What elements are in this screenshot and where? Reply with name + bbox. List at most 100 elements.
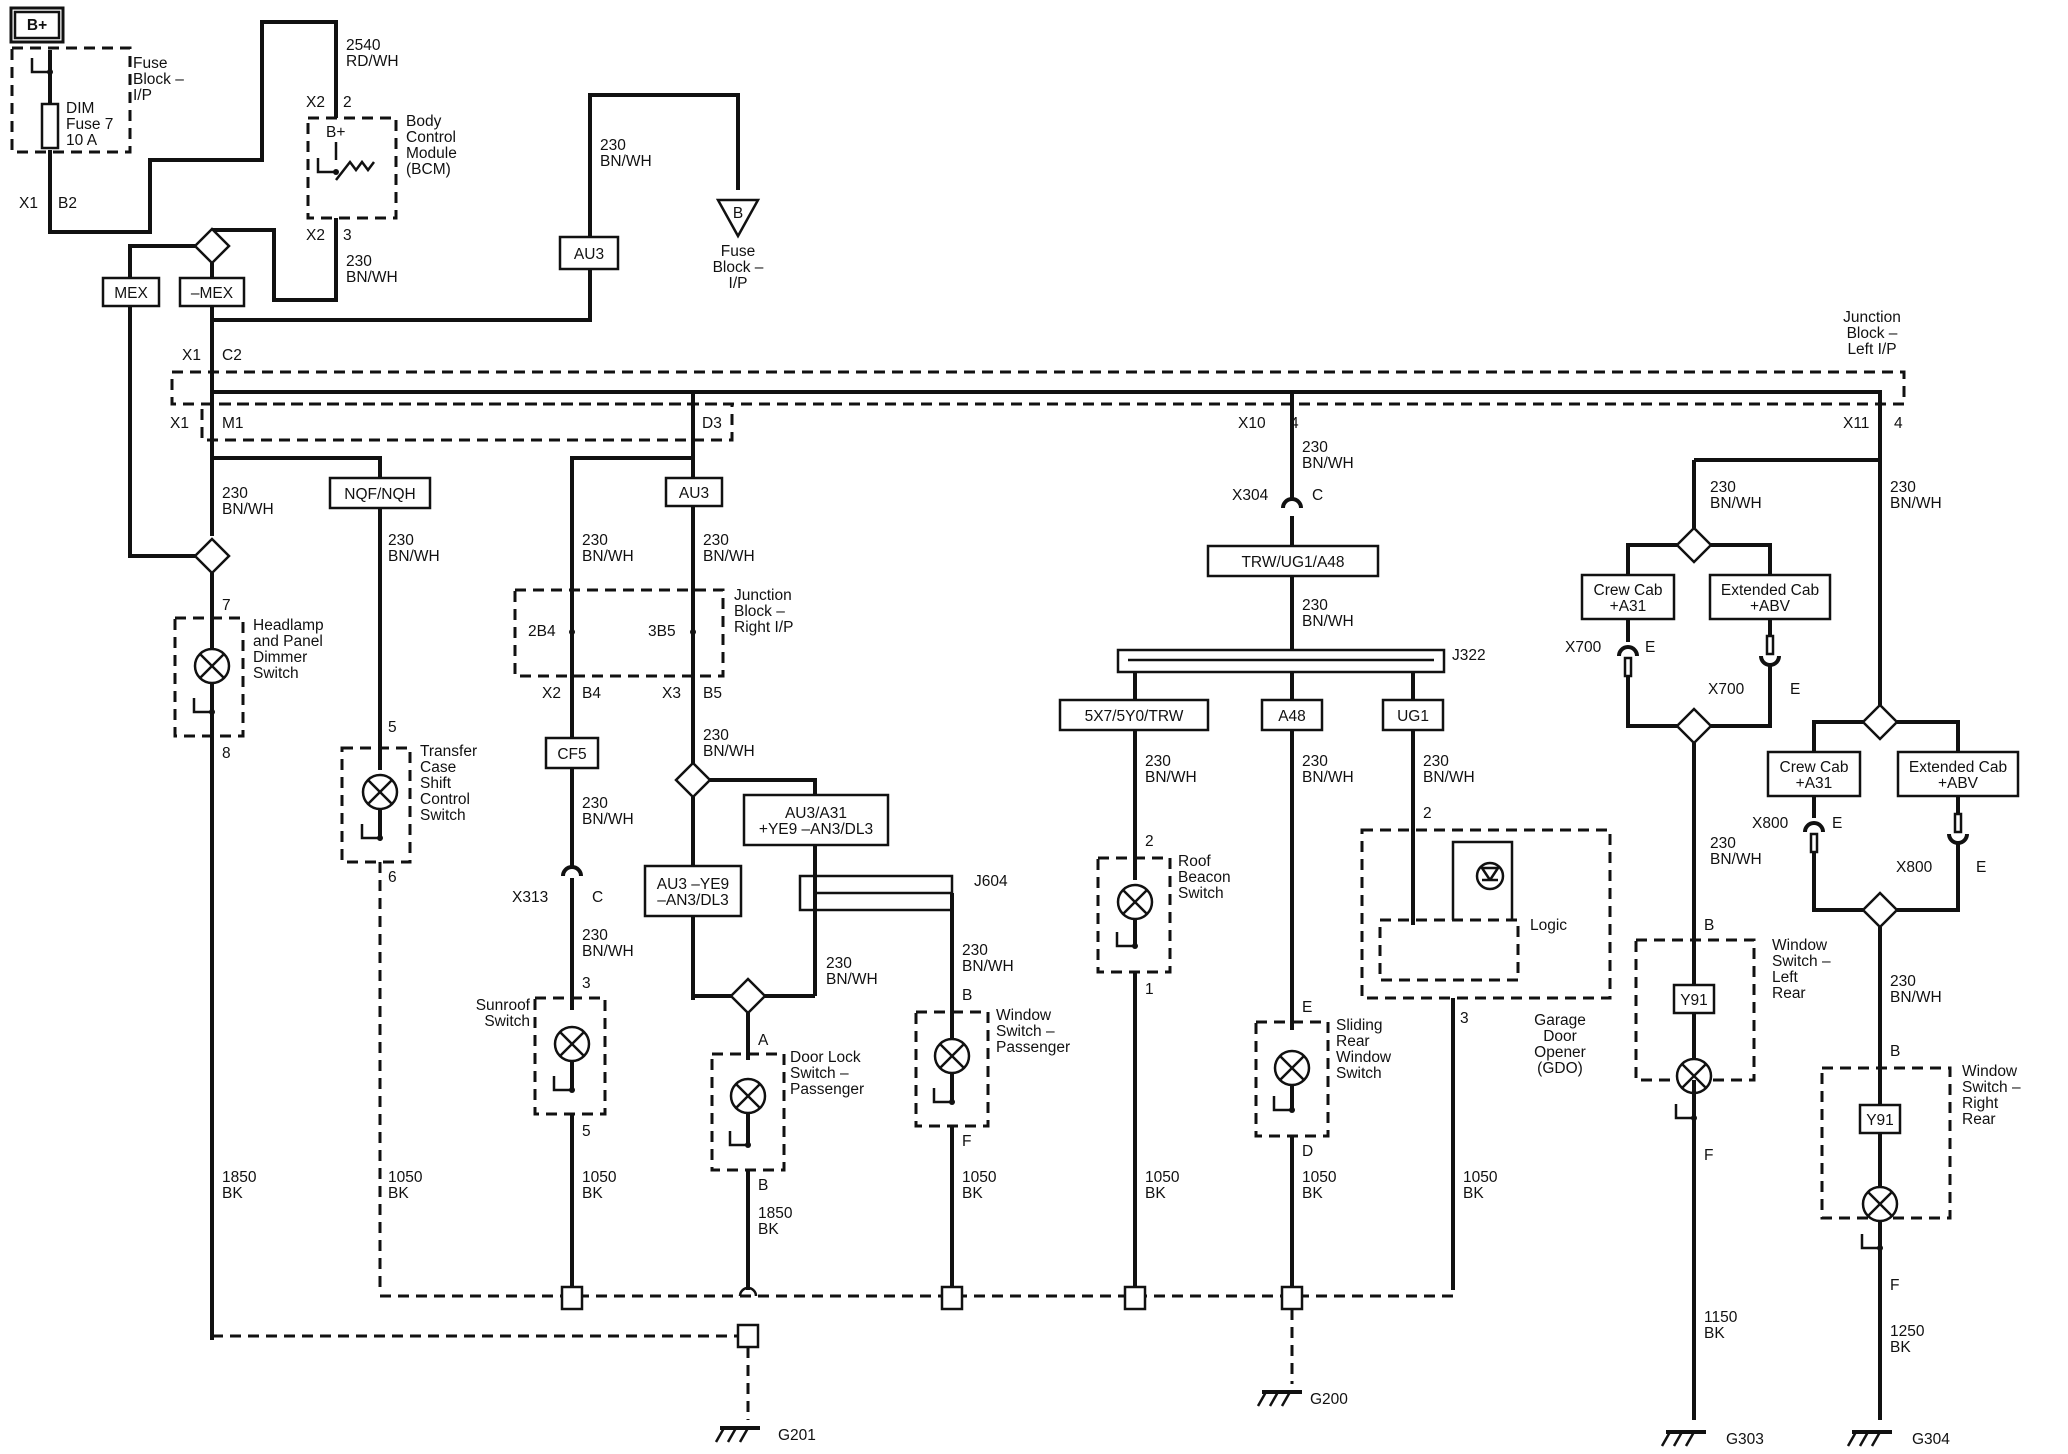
lr-pin-out: F — [1704, 1147, 1713, 1164]
jb-bus — [212, 390, 1882, 455]
jb-left-title-line: Left I/P — [1847, 341, 1896, 358]
gdo-pin-out: 3 — [1460, 1010, 1469, 1027]
headlamp-switch-box — [173, 616, 245, 738]
doorlock-wire-out-line: 1850 — [758, 1205, 793, 1222]
ground-splice-2 — [1123, 1285, 1147, 1311]
x700-b-conn: X700 — [1708, 681, 1745, 698]
jb-x10-pin: 4 — [1290, 415, 1299, 432]
x313-connector-icon — [561, 865, 583, 877]
lr-title-line: Window — [1772, 937, 1828, 954]
bplus-label: B+ — [27, 17, 47, 34]
doorlock-title-line: Switch – — [790, 1065, 849, 1082]
x700-a-conn: X700 — [1565, 639, 1602, 656]
transfer-wire-in-line: BN/WH — [388, 548, 440, 565]
jbr-x2: X2 — [542, 685, 561, 702]
option-nqf-nqh-label: NQF/NQH — [344, 486, 415, 503]
option-ug1-label: UG1 — [1397, 708, 1429, 725]
headlamp-wire-in-line: BN/WH — [222, 501, 274, 518]
sunroof-wire-b-line: 230 — [582, 927, 608, 944]
lr-pin-in: B — [1704, 917, 1714, 934]
splice-lr-top — [1675, 526, 1713, 564]
sunroof-wire-b-line: BN/WH — [582, 943, 634, 960]
jb-x11-pin: 4 — [1894, 415, 1903, 432]
fuse-supply-icon — [30, 58, 50, 74]
option-rr-ext-label-line: Extended Cab — [1909, 759, 2007, 776]
headlamp-title-line: Headlamp — [253, 617, 324, 634]
wire-mex-down — [128, 306, 195, 558]
headlamp-wire-in-line: 230 — [222, 485, 248, 502]
x800-b-conn: X800 — [1896, 859, 1933, 876]
option-au3-a31-label-line: +YE9 –AN3/DL3 — [759, 821, 873, 838]
jb-c2-conn: X1 — [182, 347, 201, 364]
option-cf5-label: CF5 — [557, 746, 586, 763]
fuse-block-title-line: Block – — [133, 71, 184, 88]
wire-jbr-a — [570, 440, 695, 590]
x304-wire-b-line: BN/WH — [1302, 613, 1354, 630]
transfer-title-line: Control — [420, 791, 470, 808]
rr-wire-in-line: BN/WH — [1890, 495, 1942, 512]
doorlock-lamp-icon-x — [735, 1083, 761, 1109]
splice-doorlock — [674, 761, 712, 799]
windowpass-title-line: Window — [996, 1007, 1052, 1024]
transfer-title-line: Switch — [420, 807, 466, 824]
g304-ground-icon-tick — [1858, 1431, 1870, 1447]
windowpass-title-line: Switch – — [996, 1023, 1055, 1040]
jbr-b5: B5 — [703, 685, 722, 702]
bcm-title-line: Control — [406, 129, 456, 146]
sliding-switch-icon — [1272, 1096, 1292, 1112]
option-trw-ug1-a48 — [1206, 544, 1380, 578]
rr-wire-in-line: 230 — [1890, 479, 1916, 496]
wire-2540-label-line: RD/WH — [346, 53, 399, 70]
gdo-wire-out-line: BK — [1463, 1185, 1484, 1202]
transfer-pin-out: 6 — [388, 869, 397, 886]
option-5x7-label: 5X7/5Y0/TRW — [1085, 708, 1184, 725]
bcm-out-wire-line: BN/WH — [346, 269, 398, 286]
lr-wire-out-line: BK — [1704, 1325, 1725, 1342]
sunroof-title-line: Switch — [484, 1013, 530, 1030]
windowpass-wire-out-line: BK — [962, 1185, 983, 1202]
ground-bus-g200 — [380, 1180, 1455, 1298]
lr-wire-in-line: BN/WH — [1710, 495, 1762, 512]
rr-title-line: Window — [1962, 1063, 2018, 1080]
sliding-wire-out-line: BK — [1302, 1185, 1323, 1202]
doorlock-title-line: Passenger — [790, 1081, 864, 1098]
wire — [1897, 720, 1960, 752]
headlamp-lamp-icon-x — [199, 653, 225, 679]
option-au3-ye9 — [643, 864, 743, 918]
jbr-wire-b-line: 230 — [703, 532, 729, 549]
sliding-title-line: Switch — [1336, 1065, 1382, 1082]
windowpass-switch-icon — [932, 1088, 952, 1104]
bcm-title-line: Module — [406, 145, 457, 162]
option-rr-crew-label-line: +A31 — [1796, 775, 1833, 792]
x700-b-pin-label: E — [1790, 681, 1800, 698]
option-au3-ye9-label-line: –AN3/DL3 — [657, 892, 729, 909]
sliding-wire-out-line: 1050 — [1302, 1169, 1337, 1186]
option-not-mex-label: –MEX — [191, 285, 234, 302]
wire — [691, 916, 815, 998]
option-rr-y91-label: Y91 — [1866, 1112, 1894, 1129]
gdo-wire-out-line: 1050 — [1463, 1169, 1498, 1186]
fuse-pin: B2 — [58, 195, 77, 212]
x800-b-pin-label: E — [1976, 859, 1986, 876]
jb-d3-pin: D3 — [702, 415, 722, 432]
wire — [1897, 842, 1960, 912]
headlamp-title-line: Dimmer — [253, 649, 307, 666]
option-au3-ye9-label-line: AU3 –YE9 — [657, 876, 729, 893]
jbr-wire-a-line: BN/WH — [582, 548, 634, 565]
rr-pin-out: F — [1890, 1277, 1899, 1294]
x800-a-pin — [1809, 832, 1819, 854]
switch-node — [569, 1087, 575, 1093]
option-mex-label: MEX — [114, 285, 148, 302]
transfer-title-line: Transfer — [420, 743, 477, 760]
switch-node — [333, 169, 339, 175]
g201-ground-icon-tick — [726, 1427, 738, 1443]
bcm-title-line: Body — [406, 113, 442, 130]
fuse-icon — [40, 102, 60, 150]
transfer-wire-in-line: 230 — [388, 532, 414, 549]
rr-title-line: Right — [1962, 1095, 1999, 1112]
doorlock-pin-in: A — [758, 1032, 769, 1049]
roof-lamp-icon-x — [1122, 889, 1148, 915]
x800-a-conn: X800 — [1752, 815, 1789, 832]
sliding-wire-in-line: 230 — [1302, 753, 1328, 770]
